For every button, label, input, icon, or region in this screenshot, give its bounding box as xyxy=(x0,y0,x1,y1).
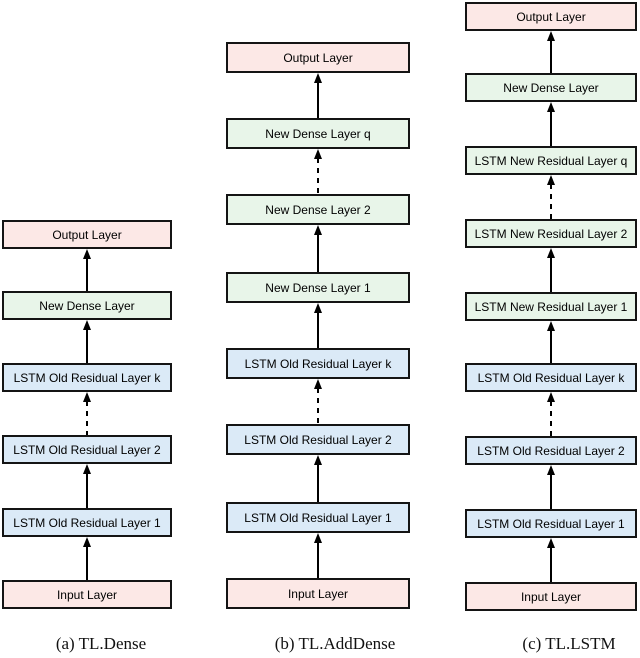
up-arrow-solid xyxy=(547,248,555,292)
up-arrow-dashed xyxy=(547,392,555,436)
arrowhead-icon xyxy=(83,464,91,474)
up-arrow-solid xyxy=(83,249,91,291)
up-arrow-solid xyxy=(547,465,555,509)
layer-box-old-lstm-1: LSTM Old Residual Layer 1 xyxy=(226,502,410,533)
up-arrow-solid xyxy=(314,303,322,348)
arrow-shaft xyxy=(317,542,319,578)
arrowhead-icon xyxy=(83,249,91,259)
arrow-shaft xyxy=(550,330,552,363)
up-arrow-solid xyxy=(547,321,555,363)
arrow-shaft xyxy=(317,388,319,424)
layer-box-old-lstm-k: LSTM Old Residual Layer k xyxy=(226,348,410,379)
layer-box-old-lstm-1: LSTM Old Residual Layer 1 xyxy=(465,509,637,538)
arrowhead-icon xyxy=(83,537,91,547)
diagram-caption-c: (c) TL.LSTM xyxy=(522,634,616,653)
arrow-shaft xyxy=(317,82,319,118)
layer-box-output: Output Layer xyxy=(2,220,172,249)
arrowhead-icon xyxy=(314,533,322,543)
layer-box-new-dense-2: New Dense Layer 2 xyxy=(226,194,410,225)
layer-box-old-lstm-2: LSTM Old Residual Layer 2 xyxy=(226,424,410,455)
up-arrow-solid xyxy=(83,320,91,363)
arrowhead-icon xyxy=(547,538,555,548)
up-arrow-solid xyxy=(314,455,322,502)
up-arrow-dashed xyxy=(314,379,322,424)
arrow-shaft xyxy=(317,158,319,194)
arrowhead-icon xyxy=(314,455,322,465)
layer-box-new-lstm-1: LSTM New Residual Layer 1 xyxy=(465,292,637,321)
arrowhead-icon xyxy=(314,379,322,389)
arrowhead-icon xyxy=(314,73,322,83)
layer-box-new-dense: New Dense Layer xyxy=(2,291,172,320)
up-arrow-solid xyxy=(83,464,91,508)
arrow-shaft xyxy=(317,312,319,348)
diagram-caption-b: (b) TL.AddDense xyxy=(274,634,396,653)
layer-box-input: Input Layer xyxy=(465,582,637,611)
arrow-shaft xyxy=(86,258,88,291)
arrowhead-icon xyxy=(547,465,555,475)
arrow-shaft xyxy=(550,111,552,146)
up-arrow-solid xyxy=(547,31,555,73)
arrowhead-icon xyxy=(547,175,555,185)
layer-box-old-lstm-k: LSTM Old Residual Layer k xyxy=(465,363,637,392)
layer-box-output: Output Layer xyxy=(465,2,637,31)
up-arrow-dashed xyxy=(314,149,322,194)
layer-box-old-lstm-1: LSTM Old Residual Layer 1 xyxy=(2,508,172,537)
arrow-shaft xyxy=(550,401,552,436)
arrowhead-icon xyxy=(314,225,322,235)
up-arrow-solid xyxy=(314,225,322,272)
up-arrow-solid xyxy=(314,73,322,118)
arrow-shaft xyxy=(86,473,88,508)
up-arrow-solid xyxy=(83,537,91,580)
layer-box-output: Output Layer xyxy=(226,42,410,73)
layer-box-old-lstm-k: LSTM Old Residual Layer k xyxy=(2,363,172,392)
arrowhead-icon xyxy=(547,248,555,258)
layer-box-input: Input Layer xyxy=(226,578,410,609)
layer-box-new-dense: New Dense Layer xyxy=(465,73,637,102)
arrow-shaft xyxy=(550,184,552,219)
layer-box-new-dense-q: New Dense Layer q xyxy=(226,118,410,149)
up-arrow-solid xyxy=(547,538,555,582)
layer-box-old-lstm-2: LSTM Old Residual Layer 2 xyxy=(465,436,637,465)
arrowhead-icon xyxy=(547,31,555,41)
layer-box-old-lstm-2: LSTM Old Residual Layer 2 xyxy=(2,435,172,464)
layer-box-new-lstm-q: LSTM New Residual Layer q xyxy=(465,146,637,175)
arrowhead-icon xyxy=(314,303,322,313)
arrowhead-icon xyxy=(547,321,555,331)
arrow-shaft xyxy=(550,474,552,509)
layer-box-new-lstm-2: LSTM New Residual Layer 2 xyxy=(465,219,637,248)
arrow-shaft xyxy=(317,464,319,502)
arrow-shaft xyxy=(550,257,552,292)
arrowhead-icon xyxy=(314,149,322,159)
arrow-shaft xyxy=(86,546,88,580)
arrow-shaft xyxy=(550,40,552,73)
arrowhead-icon xyxy=(83,392,91,402)
up-arrow-dashed xyxy=(83,392,91,435)
arrow-shaft xyxy=(317,234,319,272)
layer-box-new-dense-1: New Dense Layer 1 xyxy=(226,272,410,303)
diagram-caption-a: (a) TL.Dense xyxy=(55,634,147,653)
up-arrow-dashed xyxy=(547,175,555,219)
up-arrow-solid xyxy=(314,533,322,578)
arrow-shaft xyxy=(86,329,88,363)
arrowhead-icon xyxy=(547,392,555,402)
arrow-shaft xyxy=(86,401,88,435)
up-arrow-solid xyxy=(547,102,555,146)
arrow-shaft xyxy=(550,547,552,582)
arrowhead-icon xyxy=(83,320,91,330)
layer-box-input: Input Layer xyxy=(2,580,172,609)
arrowhead-icon xyxy=(547,102,555,112)
